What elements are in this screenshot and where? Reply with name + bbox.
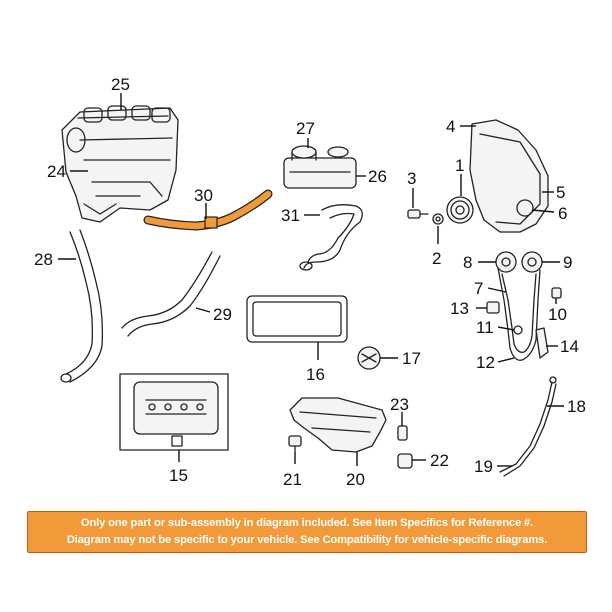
sprockets [495,251,543,273]
sensor-23 [397,425,408,441]
callout-10: 10 [548,305,567,324]
washer-2 [432,213,444,225]
callout-19: 19 [474,457,493,476]
leader-7 [487,287,507,293]
callout-3: 3 [407,169,416,188]
cap-17 [357,346,381,370]
leader-6 [531,209,555,213]
callout-12: 12 [476,353,495,372]
bolt-10 [551,287,562,299]
callout-18: 18 [567,397,586,416]
leader-11 [497,326,515,331]
callout-30: 30 [194,186,213,205]
callout-4: 4 [446,117,455,136]
callout-7: 7 [474,279,483,298]
pulley-1 [446,196,474,224]
callout-1: 1 [455,156,464,175]
hose-30-highlighted [143,189,273,231]
oil-cooler [283,145,357,189]
tensioner-13 [486,301,500,314]
callout-17: 17 [402,349,421,368]
callout-27: 27 [296,119,315,138]
disclaimer-banner: Only one part or sub-assembly in diagram… [27,511,587,553]
callout-9: 9 [563,253,572,272]
bolt-3 [407,209,429,219]
callout-5: 5 [556,183,565,202]
callout-8: 8 [463,253,472,272]
callout-29: 29 [213,305,232,324]
callout-22: 22 [430,451,449,470]
callout-11: 11 [476,318,494,337]
timing-cover [469,119,549,233]
callout-31: 31 [281,206,300,225]
callout-25: 25 [111,75,130,94]
callout-20: 20 [346,470,365,489]
callout-24: 24 [47,162,66,181]
callout-15: 15 [169,466,188,485]
oil-pan [289,397,387,453]
callout-23: 23 [390,395,409,414]
callout-28: 28 [34,250,53,269]
hose-29 [121,251,221,337]
guide-14 [535,327,549,359]
gasket-16 [246,295,348,343]
intake-manifold [61,105,179,223]
callout-2: 2 [432,249,441,268]
disclaimer-line-1: Only one part or sub-assembly in diagram… [80,517,534,529]
valve-cover [119,373,229,451]
hose-28 [60,229,104,383]
callout-21: 21 [283,470,302,489]
timing-chain [497,267,541,361]
oil-cooler-hose [299,204,363,271]
callout-6: 6 [558,204,567,223]
dipstick [499,376,557,477]
callout-14: 14 [560,337,579,356]
callout-16: 16 [306,365,325,384]
filter-22 [397,453,413,469]
plug-21 [288,435,302,453]
callout-13: 13 [450,299,469,318]
leader-29 [195,307,211,313]
callout-26: 26 [368,167,387,186]
disclaimer-line-2: Diagram may not be specific to your vehi… [66,534,548,546]
leader-12 [497,357,515,363]
